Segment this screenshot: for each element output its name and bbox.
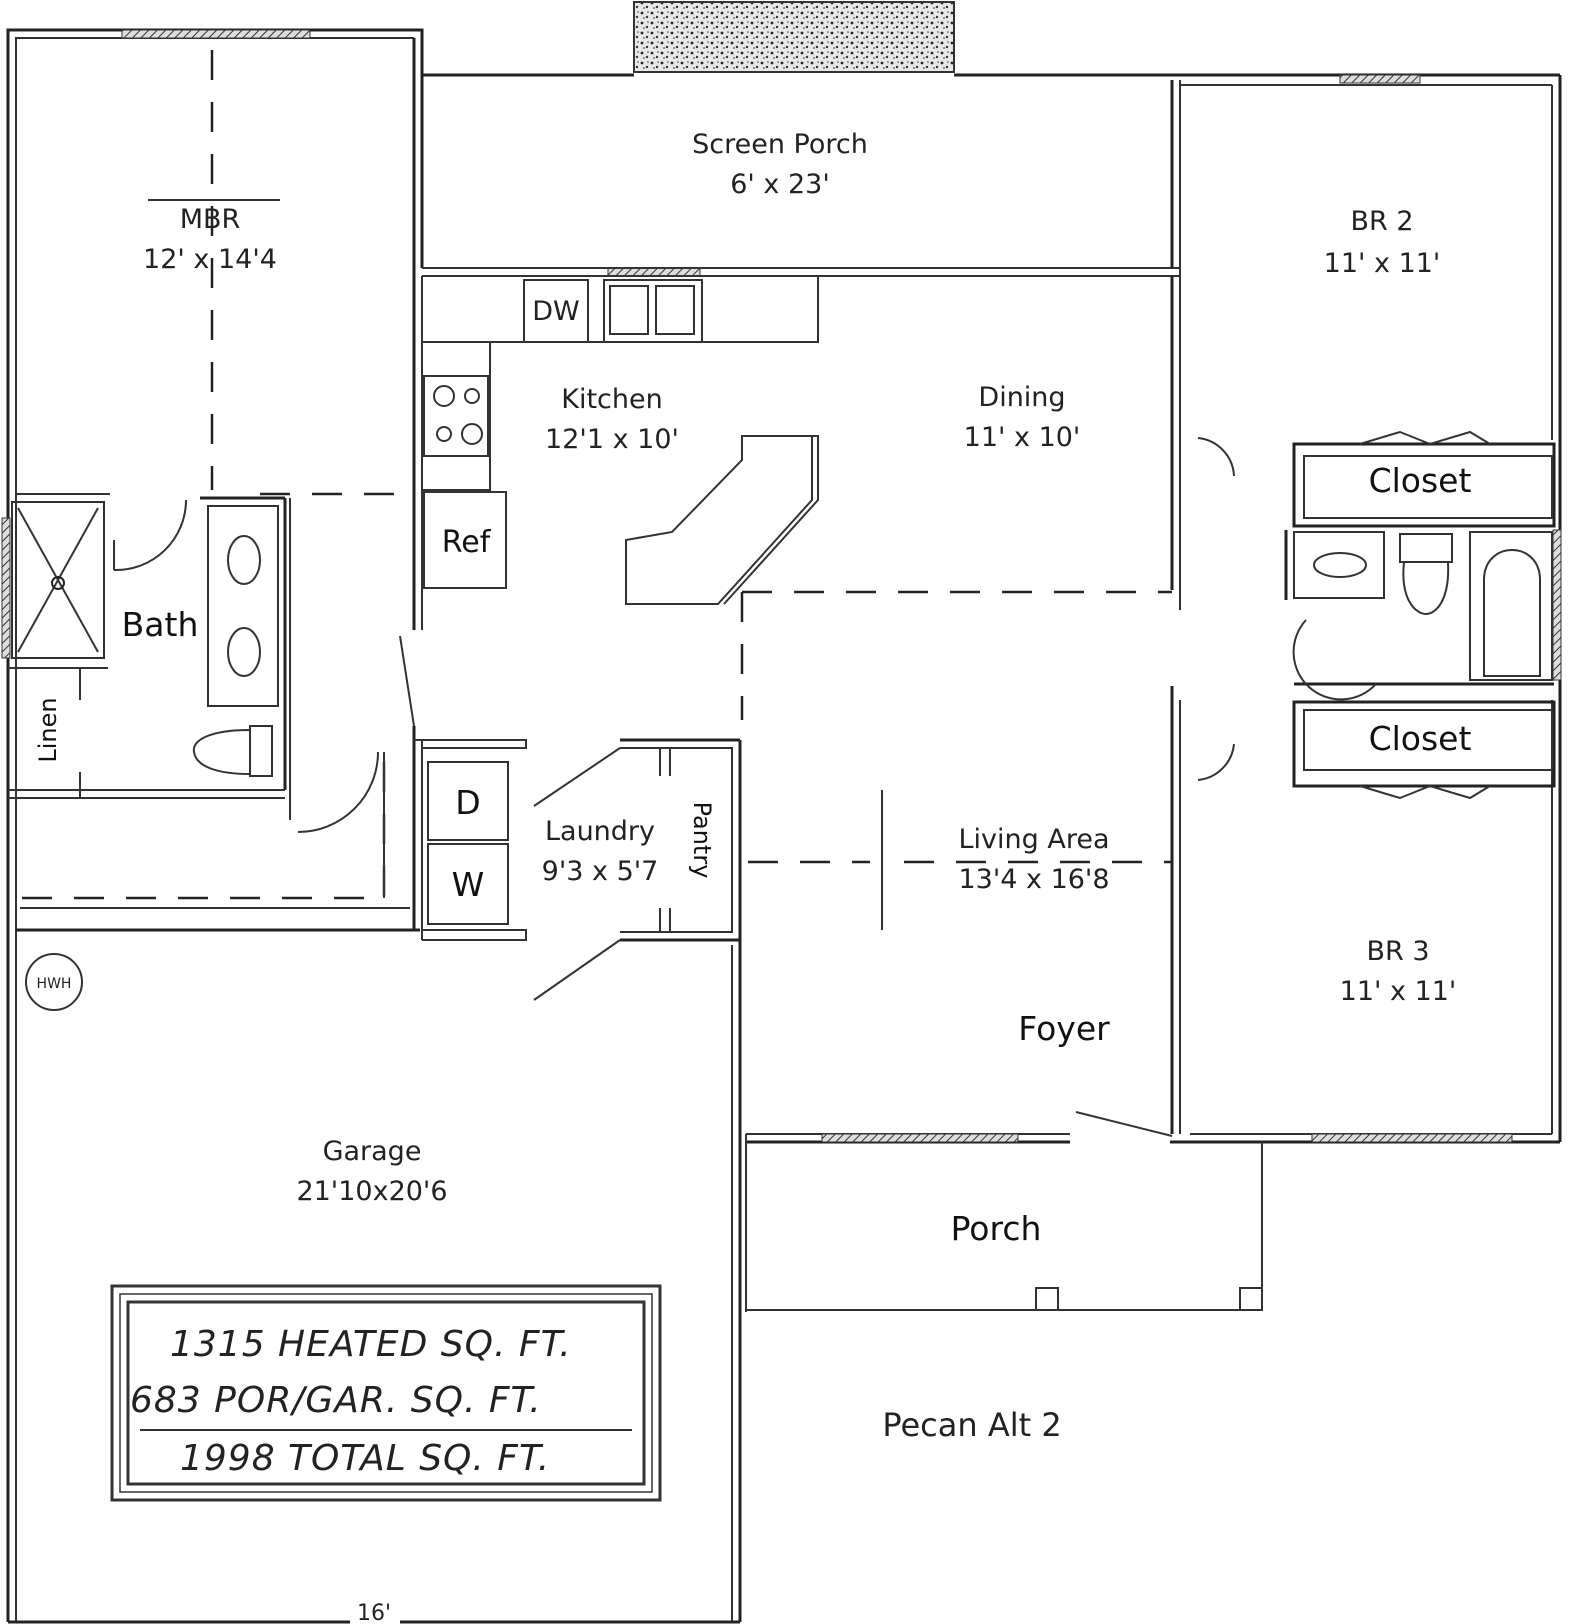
dishwasher-label: DW <box>532 296 580 327</box>
screen-porch-dim: 6' x 23' <box>730 169 830 200</box>
window-kitchen <box>607 267 701 277</box>
closet-lower-label: Closet <box>1369 719 1472 758</box>
dining-dim: 11' x 10' <box>964 422 1081 453</box>
kitchen-dim: 12'1 x 10' <box>545 424 679 455</box>
dining-label: Dining <box>978 382 1065 413</box>
sqft-box <box>110 1284 662 1502</box>
plan-title: Pecan Alt 2 <box>882 1406 1061 1444</box>
front-porch <box>746 1142 1263 1311</box>
bath-label: Bath <box>122 605 199 644</box>
porch-label: Porch <box>951 1209 1042 1248</box>
kitchen-cabinets <box>422 276 819 605</box>
water-heater-label: HWH <box>37 976 72 992</box>
living-area-lines <box>745 790 1173 1312</box>
mbr-label: MBR <box>180 204 241 235</box>
hall-closet-outline <box>22 752 386 900</box>
window-br2 <box>1339 74 1421 84</box>
garage-door-dimension: 16' <box>357 1601 391 1624</box>
window-bath <box>1 517 11 659</box>
closet-upper-label: Closet <box>1369 461 1472 500</box>
pantry-label: Pantry <box>688 802 716 879</box>
laundry-dim: 9'3 x 5'7 <box>542 856 659 887</box>
br2-dim: 11' x 11' <box>1324 248 1441 279</box>
window-mbr <box>121 29 311 39</box>
window-hall-bath <box>1552 529 1562 681</box>
mbr-dim: 12' x 14'4 <box>143 244 277 275</box>
exterior-walls <box>6 28 1562 1624</box>
living-area-dim: 13'4 x 16'8 <box>958 864 1109 895</box>
screen-porch-label: Screen Porch <box>692 129 868 160</box>
closet-lower <box>1292 700 1556 800</box>
fireplace-hearth <box>633 1 955 73</box>
closet-upper <box>1292 430 1556 528</box>
garage <box>25 953 83 1011</box>
hall-bath <box>1284 530 1554 701</box>
mbr-walls <box>16 38 423 630</box>
br3-dim: 11' x 11' <box>1340 976 1457 1007</box>
living-area-label: Living Area <box>959 824 1110 855</box>
screen-porch-walls <box>420 75 1181 610</box>
garage-dim: 21'10x20'6 <box>296 1176 447 1207</box>
refrigerator-label: Ref <box>442 525 492 560</box>
br2-walls <box>1170 84 1552 1134</box>
sqft-total: 1998 TOTAL SQ. FT. <box>180 1438 550 1479</box>
sqft-heated: 1315 HEATED SQ. FT. <box>170 1324 572 1365</box>
washer-label: W <box>452 865 485 904</box>
laundry-room <box>412 726 740 1001</box>
window-living <box>821 1133 1019 1143</box>
sqft-porch-garage: 683 POR/GAR. SQ. FT. <box>130 1380 542 1421</box>
window-br3 <box>1311 1133 1513 1143</box>
master-bath <box>8 496 291 820</box>
br2-label: BR 2 <box>1350 206 1413 237</box>
laundry-label: Laundry <box>545 816 655 847</box>
br3-label: BR 3 <box>1366 936 1429 967</box>
dining-lines <box>740 590 1172 720</box>
kitchen-label: Kitchen <box>561 384 662 415</box>
garage-label: Garage <box>323 1136 422 1167</box>
dryer-label: D <box>455 783 480 822</box>
linen-label: Linen <box>34 697 62 762</box>
foyer-label: Foyer <box>1018 1009 1110 1048</box>
